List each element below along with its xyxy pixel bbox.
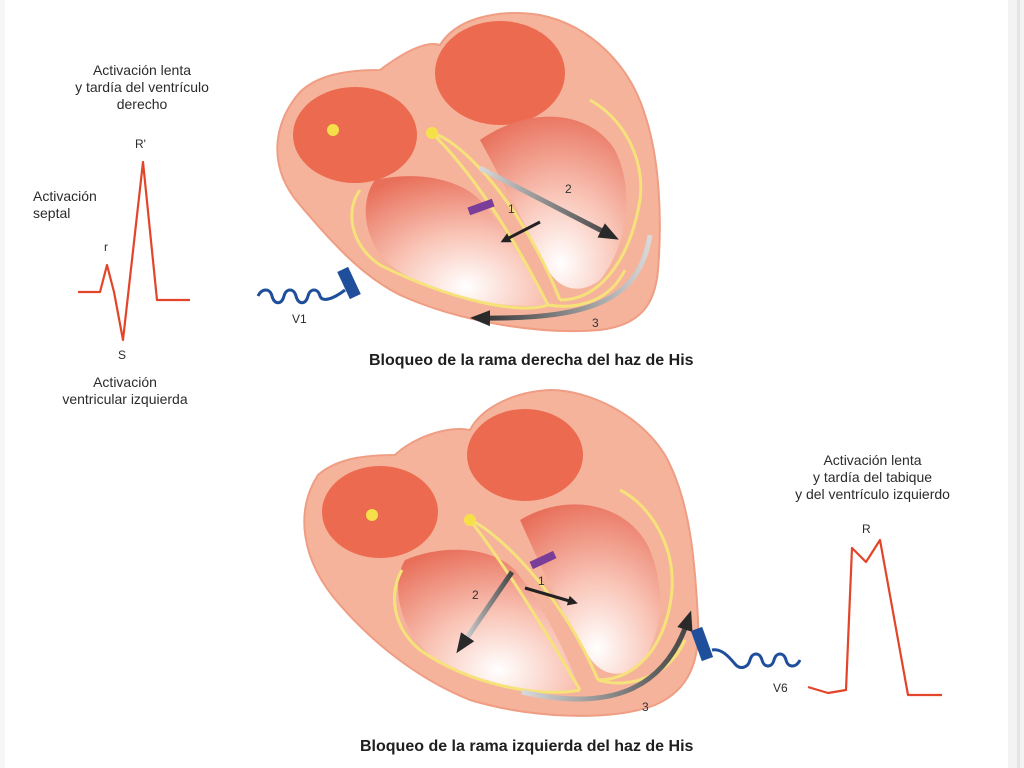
rbbb-annotation-septal: Activación septal [33, 188, 97, 222]
lbbb-caption: Bloqueo de la rama izquierda del haz de … [360, 738, 694, 755]
heart-top-conduction-fibers [350, 98, 643, 310]
lbbb-annotation: Activación lenta y tardía del tabique y … [755, 452, 990, 503]
heart-top-left-atrium [435, 21, 565, 125]
heart-bottom-sinus-node [366, 509, 378, 521]
wave-label-s: S [118, 348, 127, 362]
heart-bottom-left-atrium [467, 409, 583, 501]
rbbb-annotation-top: Activación lenta y tardía del ventrículo… [46, 62, 238, 113]
bottom-arrow-label-1: 1 [538, 574, 545, 588]
heart-top-av-node [426, 127, 438, 139]
ecg-rbbb-trace [78, 160, 190, 342]
annotation-line: Activación [93, 374, 157, 390]
wave-label-R: R [862, 522, 871, 536]
heart-bottom-arrow-2 [456, 570, 515, 654]
annotation-line: ventricular izquierda [62, 391, 188, 407]
heart-bottom-arrow-1 [524, 586, 578, 606]
heart-top-sinus-node [327, 124, 339, 136]
top-arrow-label-2: 2 [565, 182, 572, 196]
v1-electrode [256, 266, 361, 305]
heart-bottom-block-marker [529, 550, 557, 570]
wave-label-r: r [104, 240, 108, 254]
bottom-arrow-label-3: 3 [642, 700, 649, 714]
heart-top-arrow-1 [500, 220, 541, 243]
ecg-lbbb-trace [807, 538, 942, 697]
annotation-line: Activación lenta [823, 452, 922, 468]
heart-bottom-av-node [464, 514, 476, 526]
heart-top-left-ventricle [480, 116, 627, 289]
annotation-line: septal [33, 205, 71, 221]
bottom-arrow-label-2: 2 [472, 588, 479, 602]
heart-top-right-ventricle [365, 176, 548, 306]
lead-label-v1: V1 [292, 312, 307, 326]
v6-electrode [690, 626, 802, 669]
annotation-line: y tardía del tabique [812, 469, 933, 485]
lead-label-v6: V6 [773, 681, 788, 695]
top-arrow-label-3: 3 [592, 316, 599, 330]
heart-bottom-right-ventricle [398, 549, 580, 692]
heart-top-arrow-3 [470, 234, 653, 327]
annotation-line: y tardía del ventrículo [75, 79, 209, 95]
annotation-line: y del ventrículo izquierdo [795, 486, 950, 502]
heart-bottom-left-ventricle [520, 504, 661, 674]
rbbb-caption: Bloqueo de la rama derecha del haz de Hi… [369, 352, 694, 369]
annotation-line: derecho [116, 96, 168, 112]
rbbb-annotation-bottom: Activación ventricular izquierda [40, 374, 210, 408]
annotation-line: Activación lenta [92, 62, 192, 78]
wave-label-r-prime: R' [135, 137, 146, 151]
heart-bottom [303, 388, 802, 717]
heart-top-right-atrium [293, 87, 417, 183]
heart-bottom-right-atrium [322, 466, 438, 558]
annotation-line: Activación [33, 188, 97, 204]
top-arrow-label-1: 1 [508, 202, 515, 216]
heart-top-block-marker [467, 198, 495, 216]
heart-bottom-arrow-3 [521, 610, 693, 702]
heart-top-arrow-2 [478, 165, 619, 240]
heart-top [256, 12, 661, 333]
